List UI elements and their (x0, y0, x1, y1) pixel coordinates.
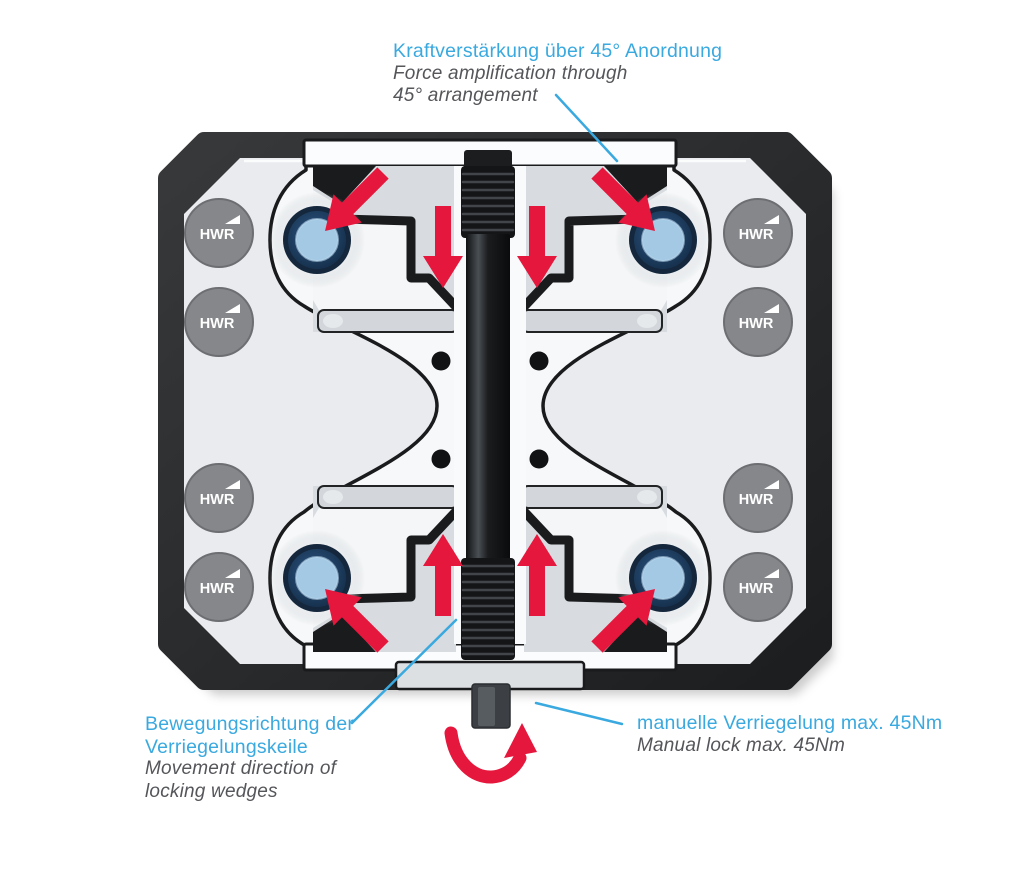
hwr-logo-label: HWR (739, 492, 774, 508)
leader-line-force (554, 93, 619, 163)
annotation-force-amplification: Kraftverstärkung über 45° Anordnung Forc… (393, 40, 722, 108)
alignment-hole (529, 351, 549, 371)
hwr-logo-button: HWR (184, 552, 254, 622)
annotation-movement-de-line1: Bewegungsrichtung der (145, 713, 355, 735)
rotation-arrow-icon (444, 723, 537, 784)
annotation-force-en-line2: 45° arrangement (393, 85, 538, 106)
annotation-lock-de: manuelle Verriegelung max. 45Nm (637, 712, 943, 734)
spindle-screw (461, 150, 515, 660)
hwr-logo-button: HWR (184, 287, 254, 357)
leader-line-movement (350, 618, 458, 725)
annotation-manual-lock: manuelle Verriegelung max. 45Nm Manual l… (637, 712, 942, 757)
hwr-logo-button: HWR (184, 198, 254, 268)
spindle-thread-bottom (461, 558, 515, 660)
annotation-force-en-line1: Force amplification through (393, 62, 628, 84)
annotation-lock-en: Manual lock max. 45Nm (637, 734, 845, 756)
hwr-logo-button: HWR (184, 463, 254, 533)
hwr-logo-label: HWR (739, 227, 774, 243)
hex-stud (471, 683, 511, 729)
alignment-hole (431, 449, 451, 469)
annotation-movement-en-line1: Movement direction of (145, 758, 337, 779)
annotation-movement-en-line2: locking wedges (145, 780, 278, 802)
hwr-logo-label: HWR (739, 316, 774, 332)
hwr-logo-label: HWR (200, 227, 235, 243)
spindle-shaft (466, 234, 510, 564)
hwr-logo-button: HWR (723, 198, 793, 268)
alignment-hole (431, 351, 451, 371)
leader-lines (350, 93, 624, 726)
alignment-hole (529, 449, 549, 469)
annotation-movement-direction: Bewegungsrichtung der Verriegelungskeile… (145, 713, 354, 803)
hwr-logo-button: HWR (723, 463, 793, 533)
hwr-logo-label: HWR (200, 581, 235, 597)
hwr-logo-button: HWR (723, 552, 793, 622)
annotation-force-de: Kraftverstärkung über 45° Anordnung (393, 40, 723, 62)
hwr-buttons: HWR HWR HWR HWR HWR HWR HWR HWR (184, 198, 793, 622)
hwr-logo-label: HWR (200, 316, 235, 332)
hwr-logo-label: HWR (200, 492, 235, 508)
leader-line-lock (534, 701, 624, 726)
hwr-logo-button: HWR (723, 287, 793, 357)
spindle-thread-top (461, 166, 515, 238)
annotation-movement-de-line2: Verriegelungskeile (145, 735, 308, 758)
hwr-logo-label: HWR (739, 581, 774, 597)
